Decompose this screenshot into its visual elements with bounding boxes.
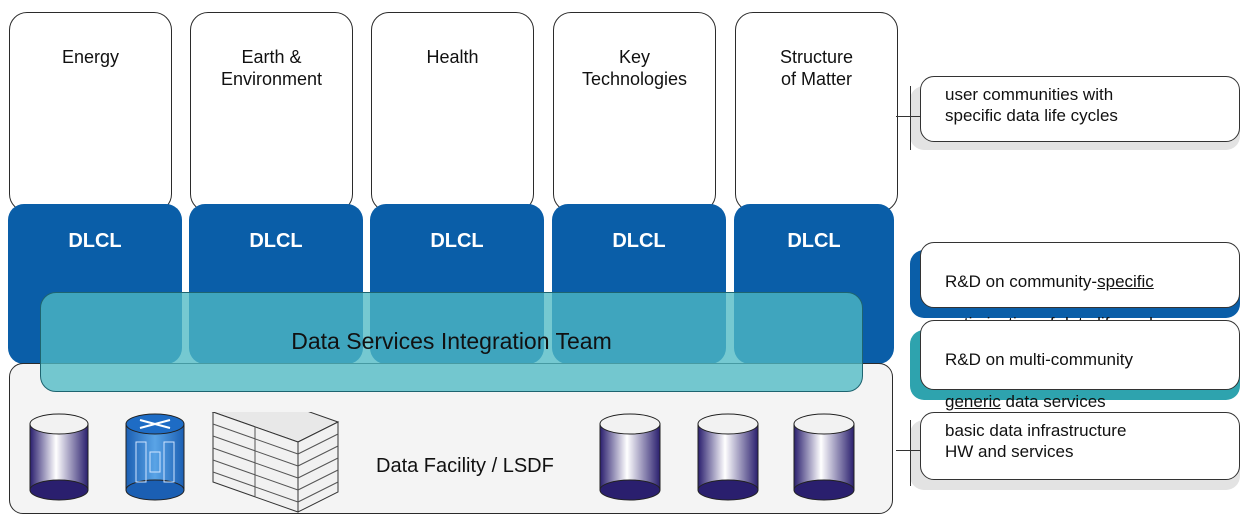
community-health: Health: [371, 12, 534, 212]
annotation-bracket: [910, 420, 911, 486]
infrastructure-icons: [29, 412, 340, 513]
community-structure-of-matter: Structure of Matter: [735, 12, 898, 212]
community-energy: Energy: [9, 12, 172, 212]
storage-cylinder-icon: [697, 413, 759, 501]
annotation-connector: [896, 116, 920, 117]
network-switch-icon: [125, 413, 185, 501]
integration-team-box: Data Services Integration Team: [40, 292, 863, 392]
server-rack-icon: [211, 412, 340, 513]
community-earth-environment: Earth & Environment: [190, 12, 353, 212]
storage-cylinder-icon: [29, 413, 89, 501]
storage-cylinder-icon: [599, 413, 661, 501]
data-facility-label: Data Facility / LSDF: [376, 455, 554, 477]
storage-cylinder-icon: [793, 413, 855, 501]
annotation-basic-infrastructure: basic data infrastructure HW and service…: [920, 412, 1240, 480]
annotation-user-communities: user communities with specific data life…: [920, 76, 1240, 142]
storage-cylinders: [599, 413, 855, 501]
annotation-rd-specific: R&D on community-specific optimisation o…: [920, 242, 1240, 333]
annotation-bracket: [910, 86, 911, 150]
annotation-connector: [896, 450, 920, 451]
community-key-technologies: Key Technologies: [553, 12, 716, 212]
annotation-rd-generic: R&D on multi-community generic data serv…: [920, 320, 1240, 411]
